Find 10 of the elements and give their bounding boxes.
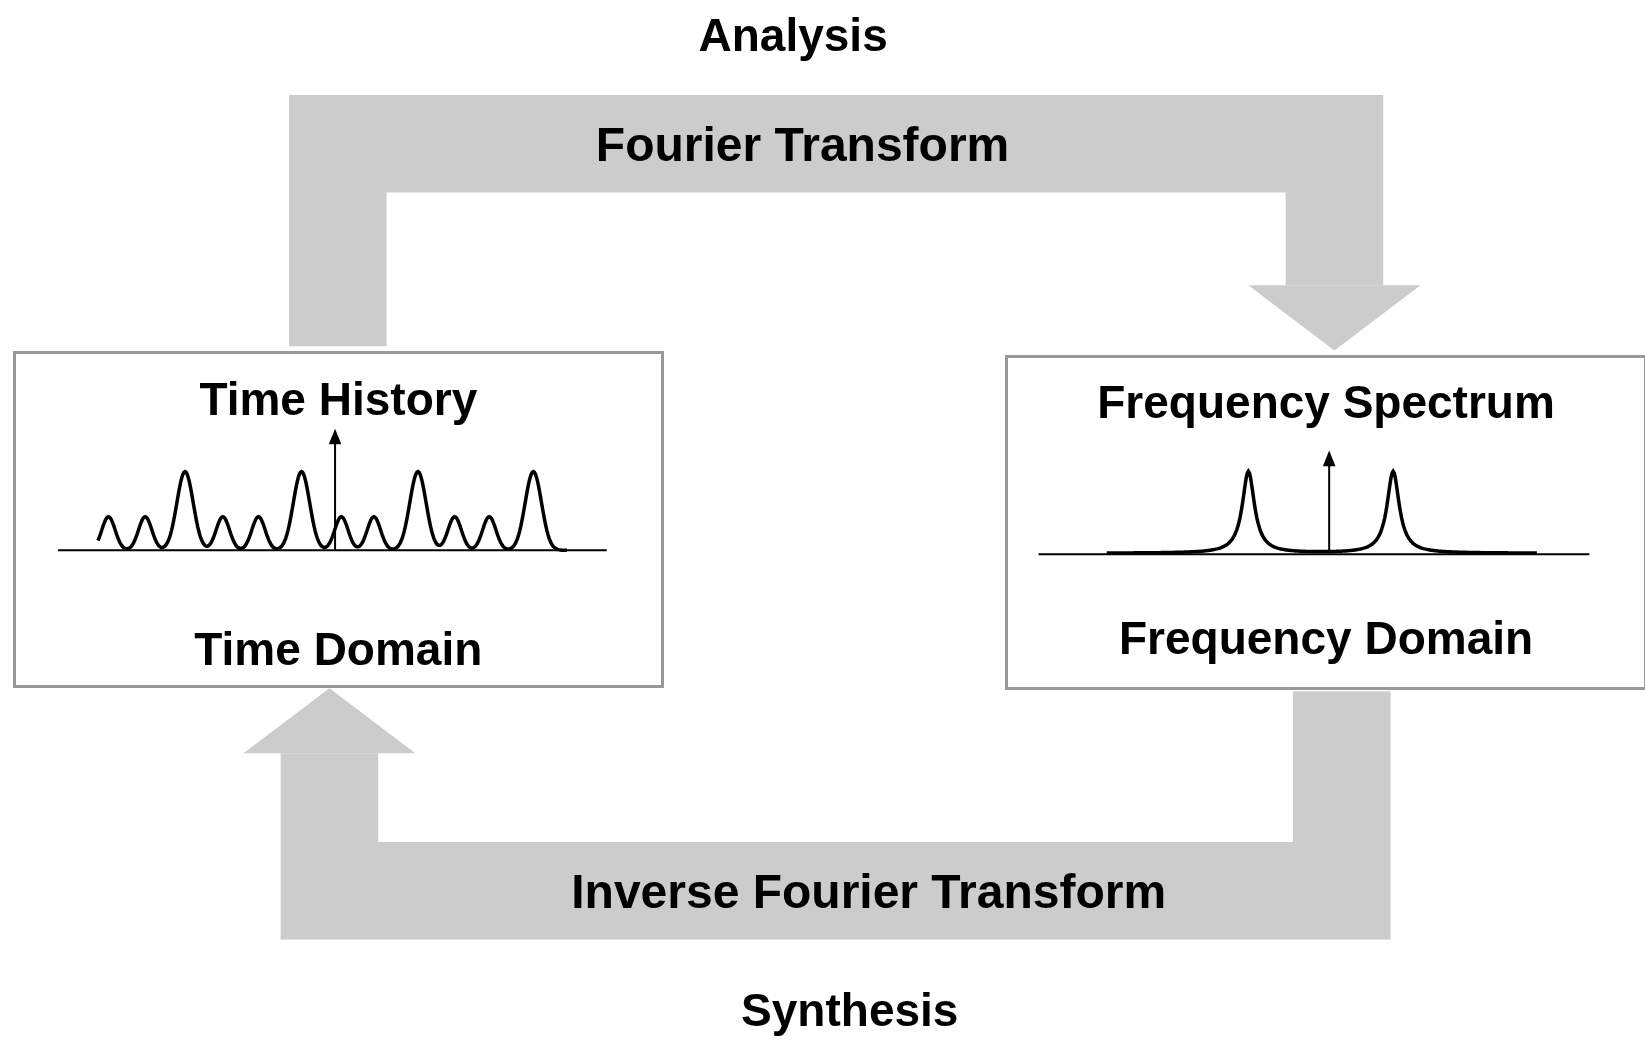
- section-label: Analysis: [698, 8, 888, 63]
- arrow: [289, 94, 1421, 351]
- box-heading: Time History: [199, 372, 478, 427]
- domain-box: [12, 351, 665, 689]
- domain-label: Time Domain: [194, 621, 483, 676]
- section-label: Synthesis: [741, 983, 959, 1037]
- box-heading: Frequency Spectrum: [1097, 375, 1555, 430]
- domain-label: Frequency Domain: [1119, 611, 1534, 666]
- arrow: [243, 688, 1391, 940]
- domain-box: [1005, 354, 1645, 691]
